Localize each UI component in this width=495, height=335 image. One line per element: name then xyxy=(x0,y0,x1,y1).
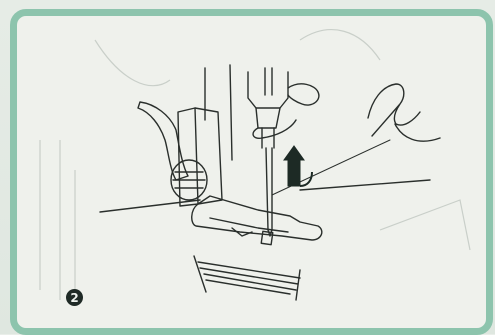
needle xyxy=(266,148,272,236)
step-number-badge: 2 xyxy=(66,289,83,306)
needle-clamp xyxy=(248,72,288,108)
feed-dogs xyxy=(198,262,300,294)
needle-up-arrow-icon xyxy=(284,146,312,186)
hand-pointer-icon xyxy=(368,84,440,141)
fabric-line-right xyxy=(300,180,430,190)
presser-lever xyxy=(138,102,188,180)
step-number: 2 xyxy=(70,291,78,305)
